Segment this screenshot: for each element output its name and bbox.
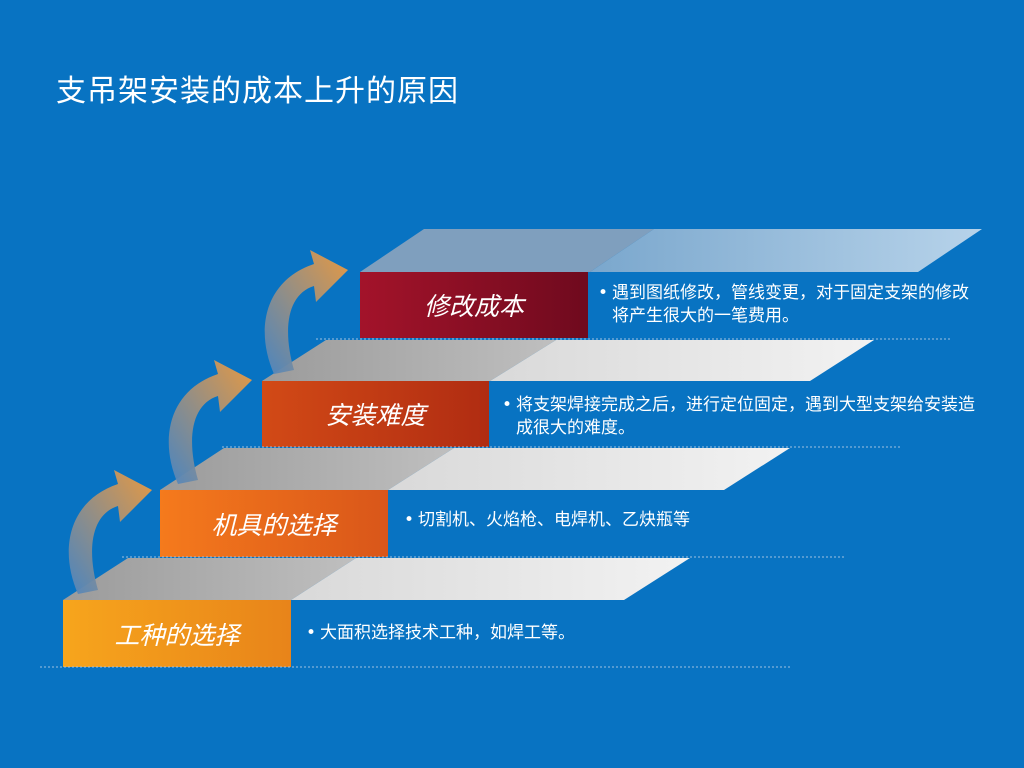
step-1-top-surface (63, 558, 690, 600)
step-4-description: • 遇到图纸修改，管线变更，对于固定支架的修改将产生很大的一笔费用。 (598, 282, 984, 328)
step-2-description: • 切割机、火焰枪、电焊机、乙炔瓶等 (404, 509, 844, 532)
step-3-description: • 将支架焊接完成之后，进行定位固定，遇到大型支架给安装造成很大的难度。 (502, 394, 982, 440)
step-4-face (360, 272, 588, 338)
bullet: • (502, 395, 513, 415)
curved-up-arrow-icon (68, 470, 152, 594)
step-1-description: • 大面积选择技术工种，如焊工等。 (306, 622, 746, 645)
step-3-description-text: 将支架焊接完成之后，进行定位固定，遇到大型支架给安装造成很大的难度。 (516, 395, 975, 438)
step-3-label: 安装难度 (325, 401, 426, 430)
step-4-top-surface (360, 229, 982, 272)
curved-up-arrow-icon (264, 250, 348, 374)
step-2-description-text: 切割机、火焰枪、电焊机、乙炔瓶等 (418, 510, 690, 530)
step-2-label: 机具的选择 (211, 510, 337, 540)
step-3-top-surface (262, 340, 874, 381)
step-4-label: 修改成本 (423, 292, 524, 321)
curved-up-arrow-icon (168, 360, 252, 484)
step-1-face (63, 600, 291, 667)
slide-title: 支吊架安装的成本上升的原因 (56, 74, 459, 109)
step-2-face (160, 490, 388, 557)
bullet: • (404, 510, 415, 530)
step-1-description-text: 大面积选择技术工种，如焊工等。 (320, 623, 575, 643)
bullet: • (306, 623, 317, 643)
step-3-face (262, 381, 489, 447)
bullet: • (598, 283, 609, 303)
step-2-top-surface (160, 448, 790, 490)
step-4-description-text: 遇到图纸修改，管线变更，对于固定支架的修改将产生很大的一笔费用。 (612, 283, 969, 326)
step-1-label: 工种的选择 (114, 620, 240, 650)
